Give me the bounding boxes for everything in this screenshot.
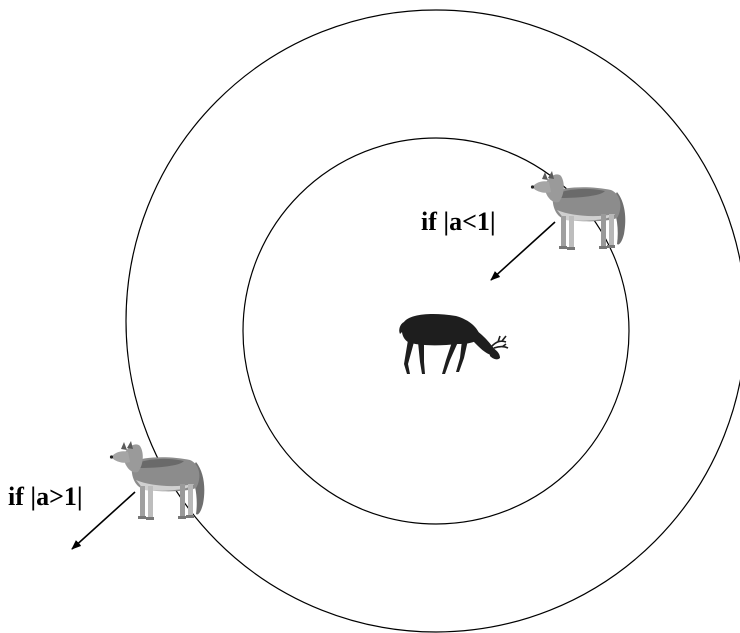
wolf-icon xyxy=(109,441,205,520)
inner-direction-arrow xyxy=(490,221,556,281)
inner-condition-label: if |a<1| xyxy=(421,207,496,236)
deer-icon xyxy=(399,314,509,374)
outer-condition-label: if |a>1| xyxy=(8,482,83,511)
inner-circle xyxy=(242,137,630,525)
outer-direction-arrow xyxy=(71,491,136,550)
wolf-icon xyxy=(530,171,626,250)
outer-circle xyxy=(125,9,740,633)
